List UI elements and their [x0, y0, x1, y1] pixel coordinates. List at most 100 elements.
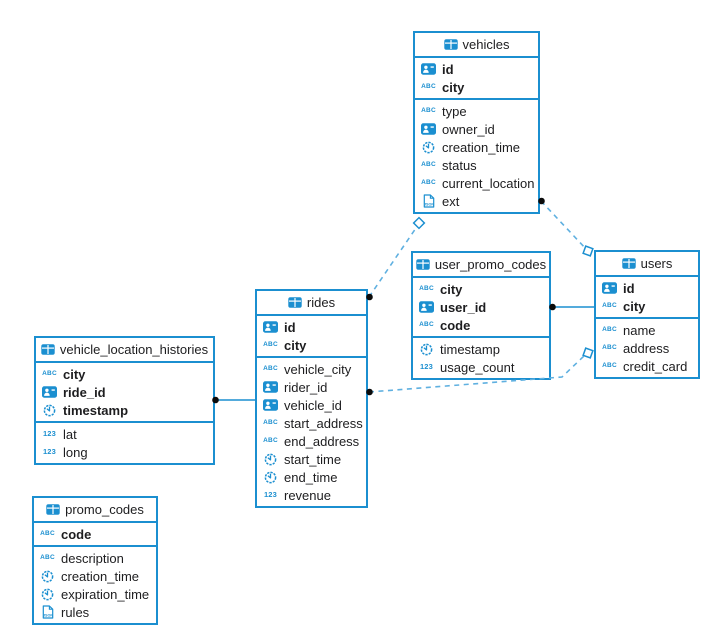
text-type-icon: ABC: [263, 340, 278, 348]
field-row-timestamp[interactable]: timestamp: [36, 401, 213, 419]
field-row-owner_id[interactable]: owner_id: [415, 120, 538, 138]
number-type-icon: 123: [41, 430, 58, 438]
field-row-end_time[interactable]: end_time: [257, 468, 366, 486]
user-id-icon: [262, 381, 279, 393]
relationship-end-marker: [582, 347, 594, 359]
field-label: revenue: [284, 487, 331, 503]
field-label: name: [623, 322, 656, 338]
table-header-vehicle_location_histories[interactable]: vehicle_location_histories: [36, 338, 213, 363]
text-type-icon: ABC: [602, 361, 617, 369]
field-row-id[interactable]: id: [415, 60, 538, 78]
field-label: id: [442, 61, 454, 77]
number-type-icon: 123: [42, 429, 57, 439]
text-type-icon: ABC: [420, 179, 437, 187]
field-row-id[interactable]: id: [257, 318, 366, 336]
field-label: user_id: [440, 299, 487, 315]
table-icon: [416, 259, 430, 270]
user-id-icon: [420, 123, 437, 135]
text-type-icon: ABC: [602, 301, 617, 309]
field-row-start_address[interactable]: ABC start_address: [257, 414, 366, 432]
text-type-icon: ABC: [263, 364, 278, 372]
field-label: current_location: [442, 175, 535, 191]
table-icon: [46, 504, 60, 515]
table-title: vehicles: [462, 37, 510, 52]
field-row-creation_time[interactable]: creation_time: [34, 567, 156, 585]
field-row-revenue[interactable]: 123 revenue: [257, 486, 366, 504]
field-row-city[interactable]: ABC city: [415, 78, 538, 96]
text-type-icon: ABC: [40, 553, 55, 561]
text-type-icon: ABC: [421, 82, 436, 90]
user-id-icon: [418, 301, 435, 313]
field-row-expiration_time[interactable]: expiration_time: [34, 585, 156, 603]
table-header-user_promo_codes[interactable]: user_promo_codes: [413, 253, 549, 278]
field-label: timestamp: [63, 402, 129, 418]
field-row-city[interactable]: ABC city: [596, 297, 698, 315]
field-row-ride_id[interactable]: ride_id: [36, 383, 213, 401]
field-row-timestamp[interactable]: timestamp: [413, 340, 549, 358]
svg-text:JSON: JSON: [42, 614, 52, 618]
text-type-icon: ABC: [420, 107, 437, 115]
user-id-icon: [262, 399, 279, 411]
field-row-user_id[interactable]: user_id: [413, 298, 549, 316]
field-row-id[interactable]: id: [596, 279, 698, 297]
field-label: city: [442, 79, 465, 95]
table-title: rides: [306, 295, 336, 310]
field-row-name[interactable]: ABC name: [596, 321, 698, 339]
text-type-icon: ABC: [418, 285, 435, 293]
text-type-icon: ABC: [601, 326, 618, 334]
text-type-icon: ABC: [601, 344, 618, 352]
field-row-current_location[interactable]: ABC current_location: [415, 174, 538, 192]
table-header-users[interactable]: users: [596, 252, 698, 277]
field-label: start_address: [284, 415, 363, 431]
text-type-icon: ABC: [42, 369, 57, 377]
text-type-icon: ABC: [601, 301, 618, 310]
timestamp-icon: [418, 343, 435, 356]
field-row-start_time[interactable]: start_time: [257, 450, 366, 468]
field-label: code: [440, 317, 471, 333]
text-type-icon: ABC: [420, 82, 437, 91]
field-label: status: [442, 157, 477, 173]
text-type-icon: ABC: [418, 321, 435, 329]
user-id-icon: [262, 321, 279, 333]
field-label: start_time: [284, 451, 342, 467]
field-row-rider_id[interactable]: rider_id: [257, 378, 366, 396]
field-label: city: [623, 298, 646, 314]
text-type-icon: ABC: [262, 419, 279, 427]
table-header-vehicles[interactable]: vehicles: [415, 33, 538, 58]
field-row-creation_time[interactable]: creation_time: [415, 138, 538, 156]
field-row-code[interactable]: ABC code: [413, 316, 549, 334]
field-row-vehicle_id[interactable]: vehicle_id: [257, 396, 366, 414]
table-header-rides[interactable]: rides: [257, 291, 366, 316]
number-type-icon: 123: [262, 491, 279, 499]
number-type-icon: 123: [41, 448, 58, 456]
table-header-promo_codes[interactable]: promo_codes: [34, 498, 156, 523]
